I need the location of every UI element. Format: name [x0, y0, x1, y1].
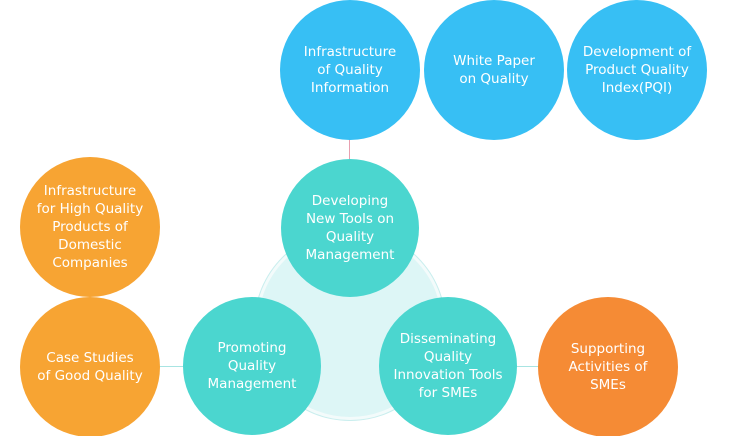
- node-disseminating-tools: Disseminating Quality Innovation Tools f…: [379, 297, 517, 435]
- connector-line: [516, 366, 540, 367]
- connector-line: [158, 366, 184, 367]
- node-infrastructure-quality-information: Infrastructure of Quality Information: [280, 0, 420, 140]
- connector-line: [349, 138, 350, 160]
- node-white-paper: White Paper on Quality: [424, 0, 564, 140]
- node-developing-new-tools: Developing New Tools on Quality Manageme…: [281, 159, 419, 297]
- node-promoting-quality-management: Promoting Quality Management: [183, 297, 321, 435]
- node-pqi: Development of Product Quality Index(PQI…: [567, 0, 707, 140]
- node-supporting-smes: Supporting Activities of SMEs: [538, 297, 678, 436]
- node-case-studies: Case Studies of Good Quality: [20, 297, 160, 436]
- node-infrastructure-high-quality: Infrastructure for High Quality Products…: [20, 157, 160, 297]
